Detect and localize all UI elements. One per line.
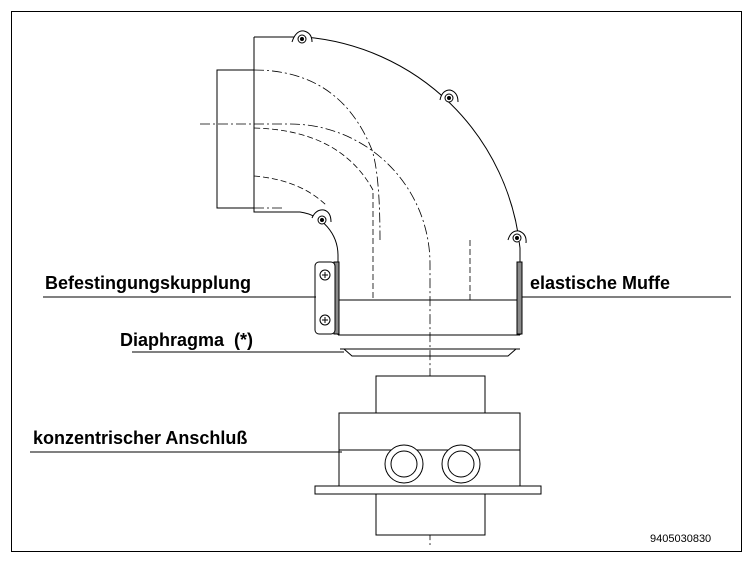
port-right [441,444,481,484]
diaphragm-plate [340,348,520,357]
lug-upper-right [439,89,459,103]
coupling-bracket [314,261,336,335]
label-diaphragm: Diaphragma (*) [120,330,253,350]
drawing-frame [11,11,742,552]
leader-lines [30,296,731,453]
lug-right [507,230,527,244]
sleeve-section [333,261,523,336]
port-left [384,444,424,484]
drawing-number: 9405030830 [650,533,711,545]
concentric-connector [314,375,542,536]
label-connector: konzentrischer Anschluß [33,428,247,448]
lug-top [291,30,313,44]
elbow-bend [216,36,521,262]
lug-inner [311,209,332,225]
mounting-lugs [291,30,527,244]
center-lines [200,69,431,545]
hidden-lines [253,127,471,300]
label-sleeve: elastische Muffe [530,273,670,293]
label-coupling: Befestingungskupplung [45,273,251,293]
